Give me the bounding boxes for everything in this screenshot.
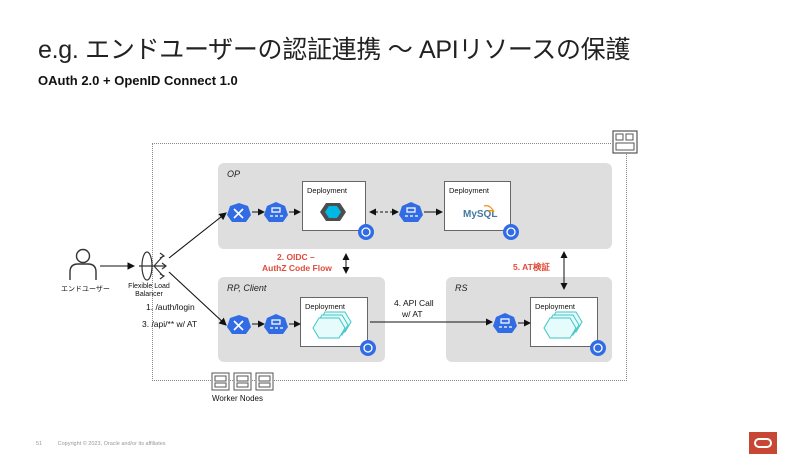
replicaset-icon xyxy=(590,340,606,356)
deployment-label: Deployment xyxy=(449,186,490,195)
worker-nodes-label: Worker Nodes xyxy=(212,394,263,403)
pod-icon xyxy=(543,311,583,339)
deployment-label: Deployment xyxy=(305,302,346,311)
mysql-logo: MySQL xyxy=(463,209,498,220)
deployment-label: Deployment xyxy=(307,186,348,195)
arrow-lb-op xyxy=(168,212,227,259)
replicaset-icon xyxy=(358,224,374,240)
cluster-icon xyxy=(612,130,638,154)
kubernetes-cluster xyxy=(152,143,627,381)
page-number: 51 xyxy=(36,441,43,447)
replicaset-icon xyxy=(360,340,376,356)
flow-at-verify: 5. AT検証 xyxy=(513,262,550,272)
worker-node-icon xyxy=(233,372,252,391)
flow-oidc-line1: 2. OIDC – xyxy=(277,252,315,262)
deployment-label: Deployment xyxy=(535,302,576,311)
service-icon xyxy=(264,314,288,334)
pod-icon xyxy=(312,311,352,339)
oracle-logo xyxy=(749,432,777,454)
flow-api-call-line1: 4. API Call xyxy=(394,298,434,308)
page-subtitle: OAuth 2.0 + OpenID Connect 1.0 xyxy=(38,73,238,88)
service-icon xyxy=(264,202,288,222)
copyright: Copyright © 2023, Oracle and/or its affi… xyxy=(57,441,166,447)
ingress-icon xyxy=(227,315,251,334)
flow-api-call-line2: w/ AT xyxy=(402,309,423,319)
service-icon xyxy=(493,313,517,333)
enduser-label: エンドユーザー xyxy=(61,286,110,293)
panel-rs-label: RS xyxy=(455,283,468,293)
user-icon xyxy=(69,248,97,280)
replicaset-icon xyxy=(503,224,519,240)
keycloak-icon xyxy=(320,203,346,221)
page-title: e.g. エンドユーザーの認証連携 〜 APIリソースの保護 xyxy=(38,36,631,64)
service-icon xyxy=(399,202,423,222)
ingress-icon xyxy=(227,203,251,222)
flow-login: 1. /auth/login xyxy=(146,302,195,312)
worker-node-icon xyxy=(211,372,230,391)
footer: 51 Copyright © 2023, Oracle and/or its a… xyxy=(36,441,180,447)
flow-oidc-line2: AuthZ Code Flow xyxy=(262,263,332,273)
mysql-dolphin-icon xyxy=(483,205,495,213)
worker-node-icon xyxy=(255,372,274,391)
flow-api: 3. /api/** w/ AT xyxy=(142,319,198,329)
panel-client-label: RP, Client xyxy=(227,283,267,293)
panel-op-label: OP xyxy=(227,169,241,179)
deployment-mysql: Deployment MySQL xyxy=(444,181,511,231)
arrow-lb-client xyxy=(168,271,227,326)
load-balancer-label: Flexible Load Balancer xyxy=(128,283,170,298)
load-balancer-icon xyxy=(139,251,167,281)
